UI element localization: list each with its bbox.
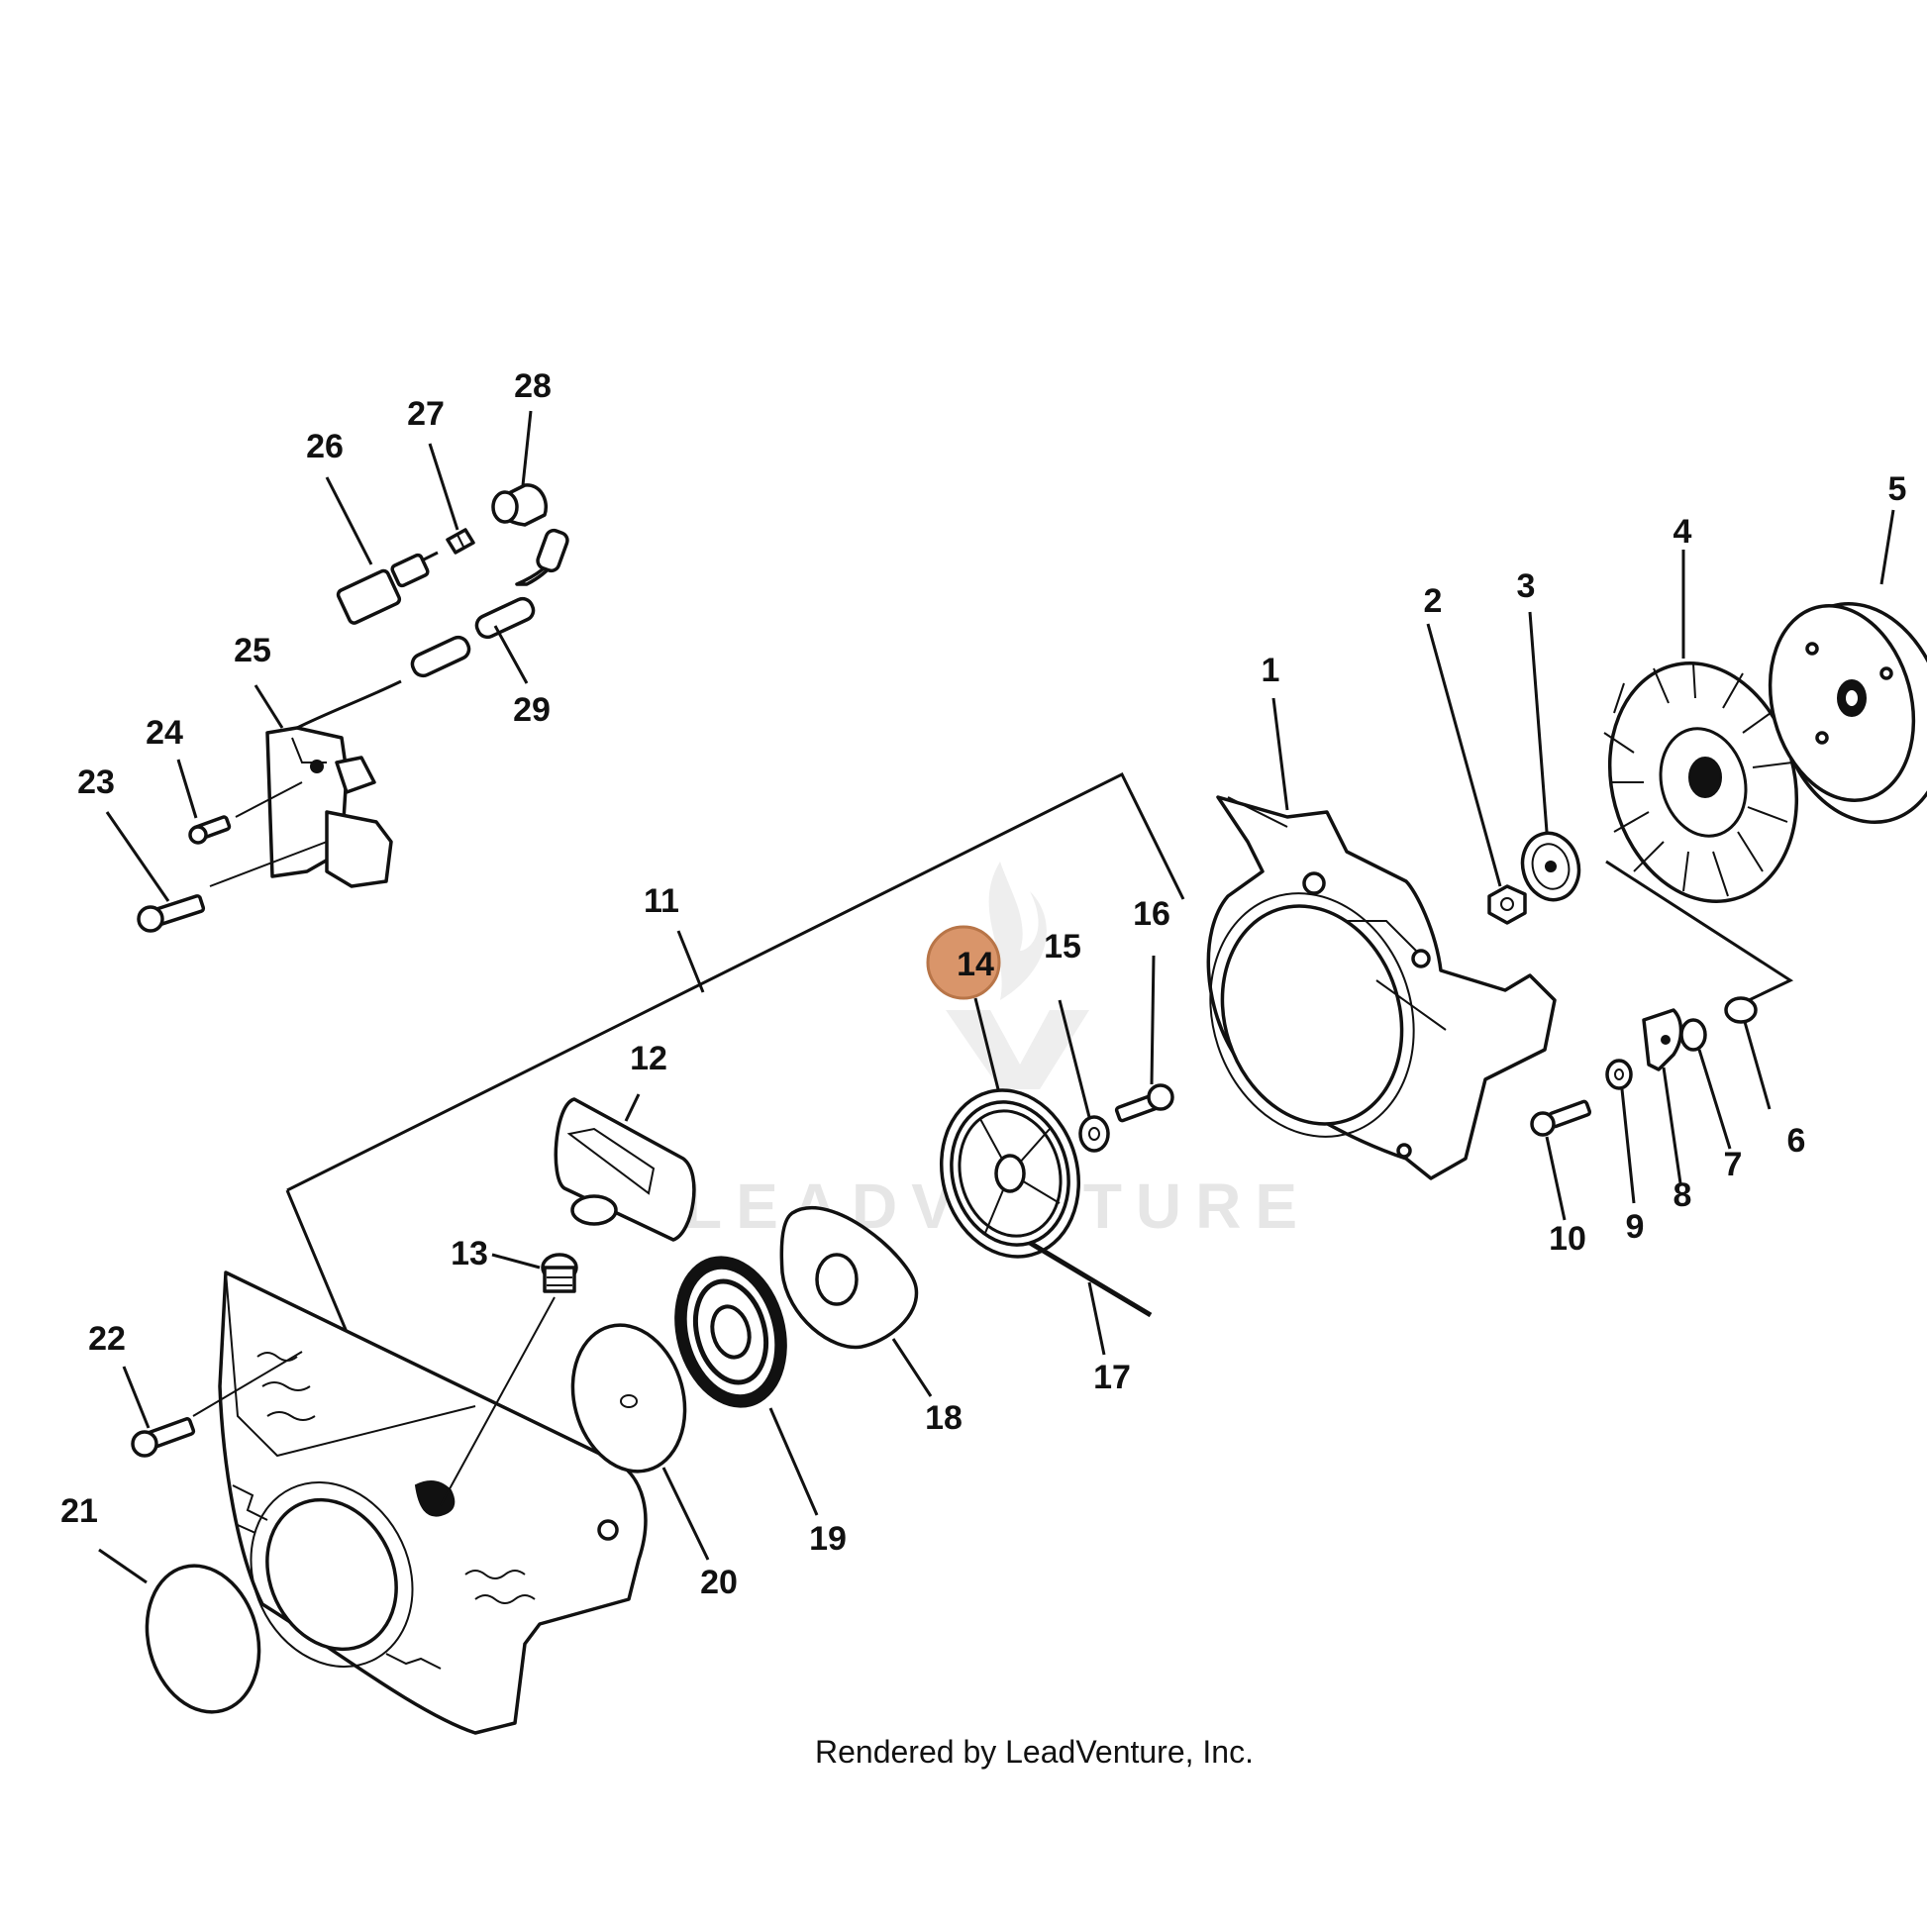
plug-boot-part: [491, 483, 548, 527]
flywheel-bracket-line: [1605, 860, 1794, 1004]
washer-15-part: [1078, 1115, 1110, 1153]
callout-14[interactable]: 14: [957, 946, 994, 983]
callout-24[interactable]: 24: [146, 714, 183, 752]
washer-9-part: [1605, 1059, 1633, 1090]
callout-4[interactable]: 4: [1673, 513, 1692, 551]
fan-housing-part: [1206, 795, 1557, 1180]
callout-18[interactable]: 18: [925, 1399, 963, 1437]
clutch-drum-part: [1768, 602, 1927, 824]
nut-2-part: [1487, 884, 1527, 925]
washer-3-part: [1520, 831, 1581, 902]
callout-15[interactable]: 15: [1044, 928, 1081, 966]
callout-12[interactable]: 12: [630, 1040, 667, 1077]
screw-22-part: [131, 1417, 196, 1458]
callout-29[interactable]: 29: [513, 691, 551, 729]
callout-11[interactable]: 11: [644, 882, 679, 920]
spark-plug-part: [336, 551, 439, 625]
callout-13[interactable]: 13: [451, 1235, 488, 1272]
callout-8[interactable]: 8: [1673, 1176, 1692, 1214]
callout-17[interactable]: 17: [1093, 1359, 1131, 1396]
callout-25[interactable]: 25: [234, 632, 271, 669]
callout-labels: 1 2 3 4 5 6 7 8 9 10 11 12 13 14 15 16 1…: [60, 367, 1906, 1601]
watermark-flame-icon: [988, 862, 1047, 1000]
starter-housing-part: [218, 1271, 648, 1735]
callout-9[interactable]: 9: [1626, 1208, 1645, 1246]
screw-23-part: [137, 894, 206, 933]
callout-7[interactable]: 7: [1724, 1146, 1743, 1183]
recoil-spring-part: [674, 1256, 787, 1408]
clip-27-part: [446, 528, 475, 555]
spring-6-part: [1724, 996, 1758, 1024]
tube-29-part: [410, 528, 569, 678]
starter-pulley-part: [939, 1088, 1081, 1259]
watermark-v-icon: [946, 1010, 1089, 1089]
callout-23[interactable]: 23: [77, 763, 115, 801]
bolt-10-part: [1530, 1099, 1592, 1137]
ignition-module-part: [265, 726, 393, 888]
callout-5[interactable]: 5: [1888, 470, 1907, 508]
callout-20[interactable]: 20: [700, 1564, 738, 1601]
callout-22[interactable]: 22: [88, 1320, 126, 1358]
ignition-wire: [296, 679, 402, 730]
callout-19[interactable]: 19: [809, 1520, 847, 1558]
callout-16[interactable]: 16: [1133, 895, 1170, 933]
callout-27[interactable]: 27: [407, 395, 445, 433]
callout-2[interactable]: 2: [1424, 582, 1443, 620]
callout-1[interactable]: 1: [1262, 652, 1280, 689]
plate-20-part: [570, 1323, 687, 1474]
callout-6[interactable]: 6: [1787, 1122, 1806, 1160]
bolt-16-part: [1114, 1083, 1174, 1123]
callout-3[interactable]: 3: [1517, 567, 1536, 605]
highlight-marker[interactable]: [926, 925, 1001, 1000]
screw-24-part: [188, 815, 232, 845]
assembly-bracket-line: [286, 771, 1185, 1192]
callout-28[interactable]: 28: [514, 367, 552, 405]
cover-disc-part: [145, 1564, 261, 1714]
callout-21[interactable]: 21: [60, 1492, 98, 1530]
leader-11: [676, 930, 705, 993]
starter-rope-part: [1028, 1240, 1153, 1318]
render-credit: Rendered by LeadVenture, Inc.: [815, 1734, 1254, 1770]
callout-10[interactable]: 10: [1549, 1220, 1586, 1258]
clutch-shoe-8-part: [1642, 1008, 1683, 1071]
callout-26[interactable]: 26: [306, 428, 344, 465]
leader-lines: [98, 410, 1895, 1584]
starter-handle-part: [554, 1097, 696, 1242]
flywheel-part: [1603, 661, 1799, 903]
washer-7-part: [1679, 1018, 1707, 1052]
grommet-13-part: [541, 1253, 578, 1293]
